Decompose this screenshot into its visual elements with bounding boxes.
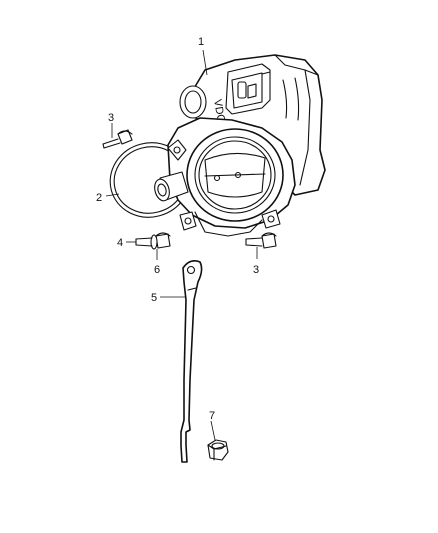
callout-7: 7 [209, 410, 215, 422]
callout-4: 4 [117, 237, 123, 249]
callout-2: 2 [96, 192, 102, 204]
coolant-port [154, 171, 189, 202]
bolt-upper [102, 129, 133, 149]
throttle-body: VDO [154, 54, 326, 237]
callout-6: 6 [154, 264, 160, 276]
nut [207, 439, 229, 461]
leader-1 [202, 49, 208, 76]
vdo-marking: VDO [211, 98, 227, 124]
callout-3-right: 3 [253, 264, 259, 276]
leader-2 [105, 193, 120, 197]
bolt-with-washer [135, 232, 171, 250]
support-bracket [180, 260, 203, 463]
leader-7 [210, 420, 216, 441]
callout-1: 1 [198, 36, 204, 48]
callout-5: 5 [151, 292, 157, 304]
electrical-connector [225, 63, 271, 115]
callout-3-upper: 3 [108, 112, 114, 124]
bolt-right [245, 232, 277, 249]
